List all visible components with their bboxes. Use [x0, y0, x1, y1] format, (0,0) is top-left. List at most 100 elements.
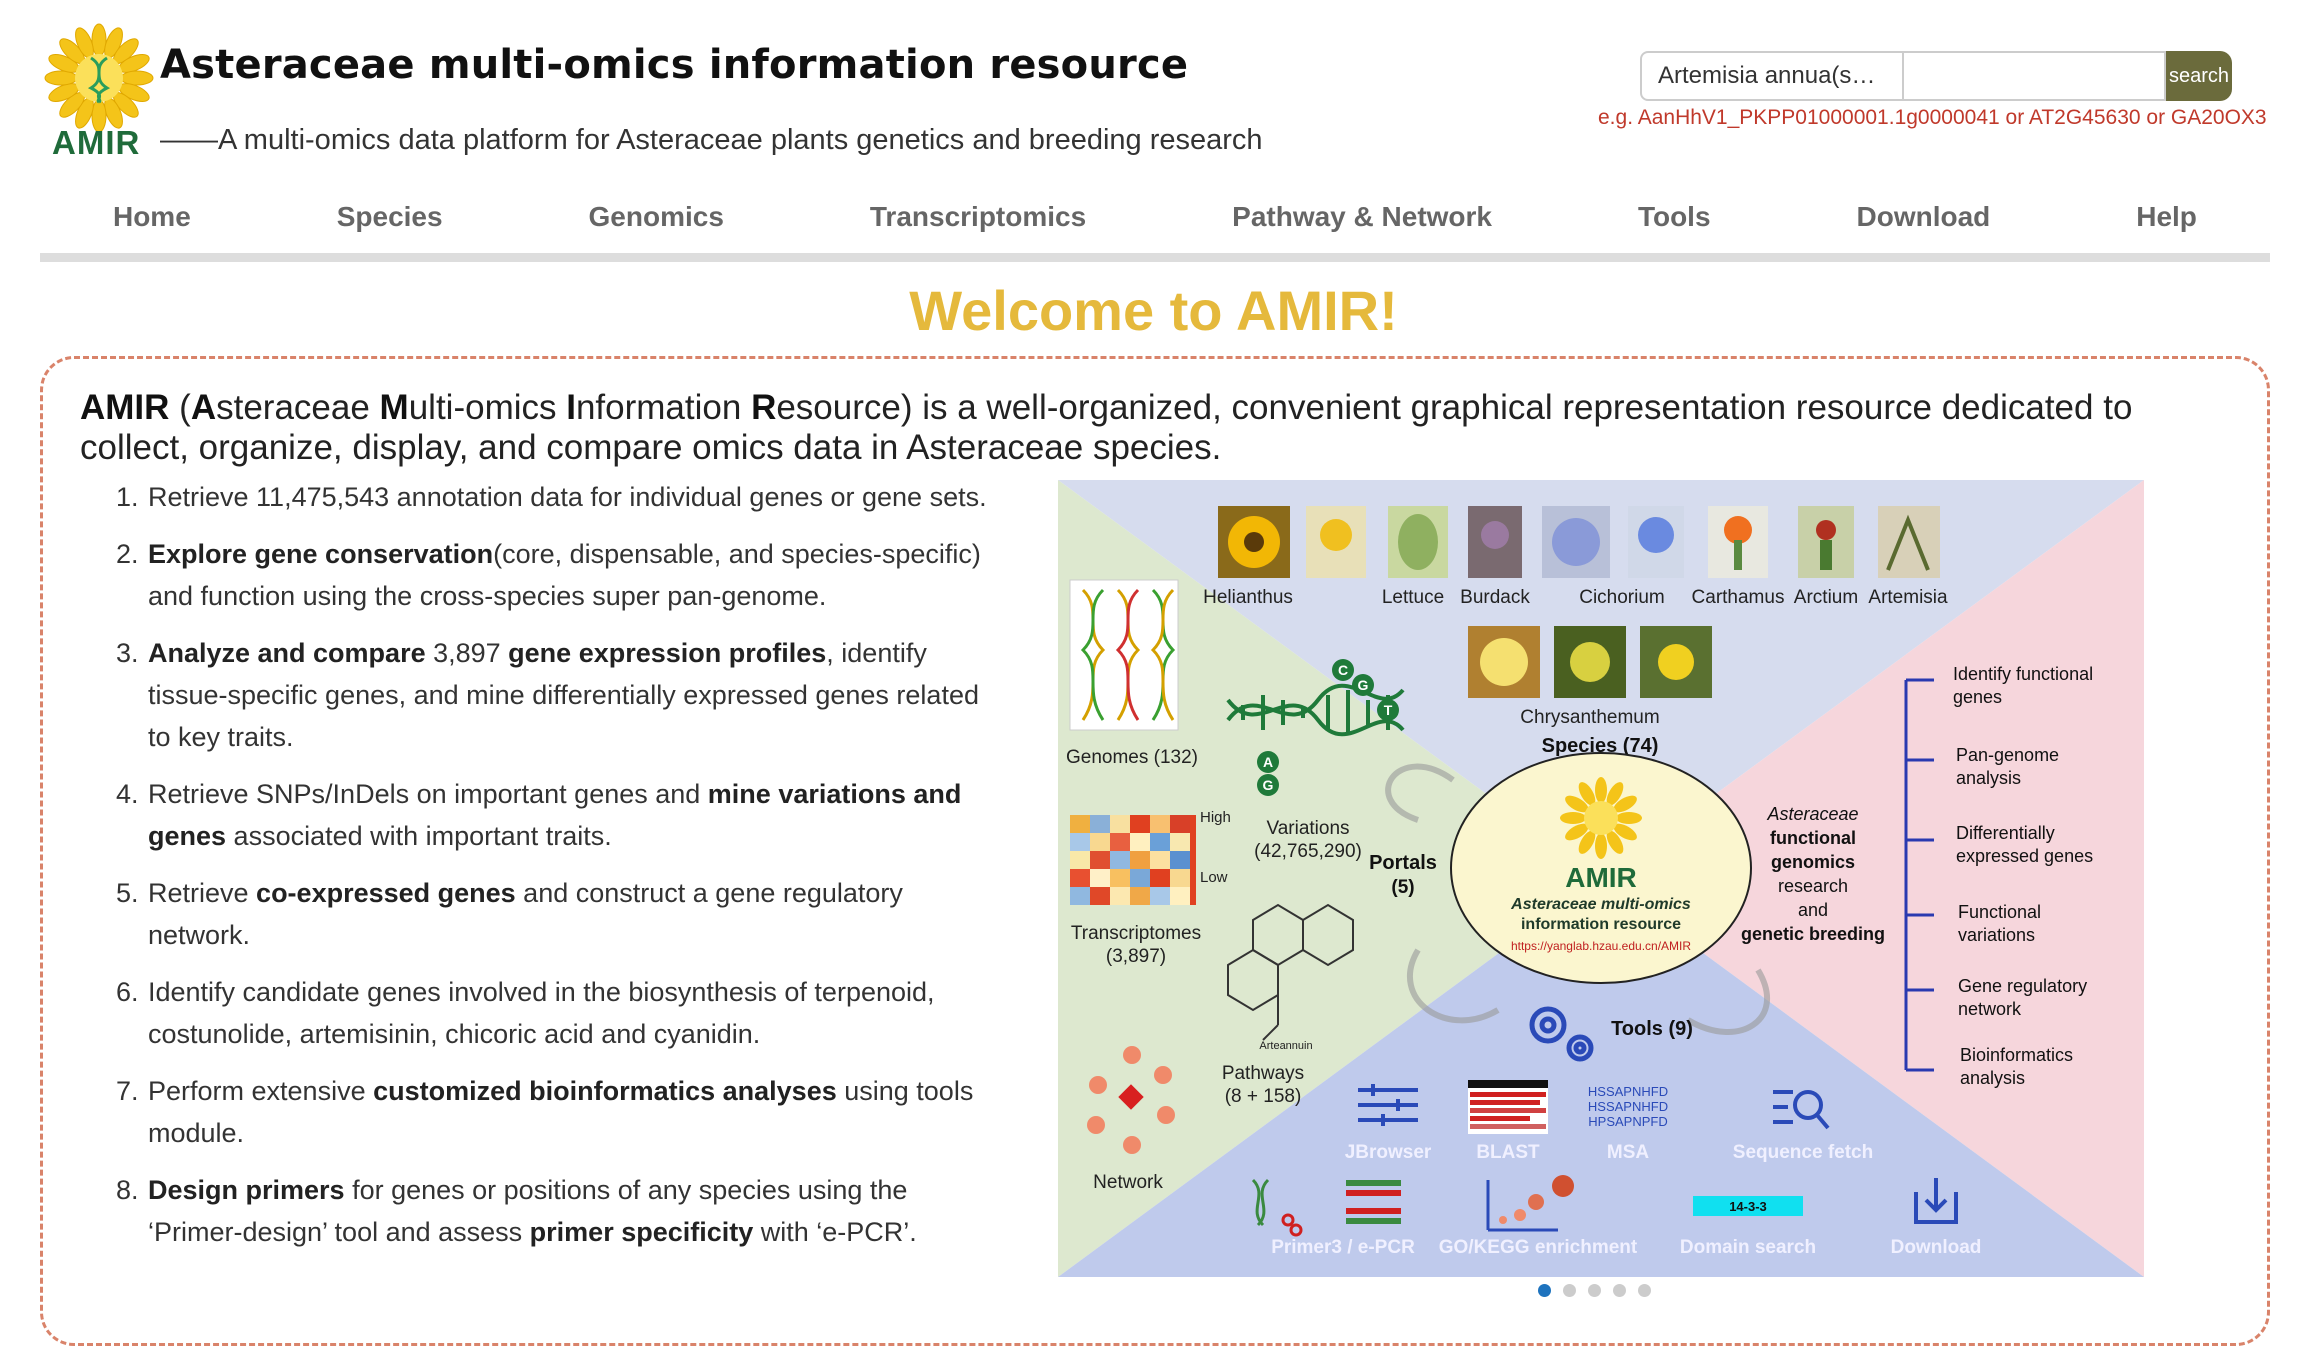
species-count-label: Species (74) — [1542, 735, 1659, 757]
feature-highlight: Design primers — [148, 1175, 345, 1205]
breeding-label: Asteraceae — [1766, 804, 1858, 824]
variations-count: (42,765,290) — [1254, 841, 1362, 862]
pathways-label: Pathways — [1222, 1063, 1304, 1084]
intro-paragraph: AMIR (Asteraceae Multi-omics Information… — [80, 388, 2230, 468]
application-label: Identify functional — [1953, 664, 2093, 684]
nav-pathway-network[interactable]: Pathway & Network — [1232, 201, 1492, 232]
feature-item: 8.Design primers for genes or positions … — [110, 1169, 990, 1253]
tool-label: Domain search — [1680, 1237, 1816, 1258]
intro-word: steraceae — [216, 388, 380, 427]
msa-line: HSSAPNHFD — [1588, 1099, 1668, 1114]
intro-initial-r: R — [751, 388, 777, 427]
feature-list: 1. Retrieve 11,475,543 annotation data fo… — [110, 476, 990, 1268]
intro-word: esource) is a well-organized, convenient… — [80, 388, 2133, 467]
feature-text: Retrieve 11,475,543 annotation data for … — [148, 482, 987, 512]
feature-text: with ‘e-PCR’. — [753, 1217, 917, 1247]
center-subtitle: Asteraceae multi-omics — [1510, 896, 1691, 913]
feature-text: Perform extensive — [148, 1076, 374, 1106]
nav-home[interactable]: Home — [112, 201, 191, 232]
intro-open-paren: ( — [169, 388, 191, 427]
feature-highlight: Explore gene conservation — [148, 539, 494, 569]
nav-download[interactable]: Download — [1856, 201, 1991, 232]
feature-item: 3.Analyze and compare 3,897 gene express… — [110, 632, 990, 758]
feature-text: 3,897 — [425, 638, 509, 668]
feature-highlight: gene expression profiles — [508, 638, 827, 668]
portals-label: Portals — [1369, 852, 1437, 874]
application-label: Bioinformatics — [1960, 1045, 2073, 1065]
intro-initial-a: A — [190, 388, 217, 427]
variation-letters: C G A T G — [1257, 659, 1399, 796]
feature-text: and construct a gene regulatory network. — [148, 878, 903, 950]
application-label: variations — [1958, 925, 2035, 945]
carousel-dot[interactable] — [1538, 1284, 1551, 1297]
msa-line: HSSAPNHFD — [1588, 1084, 1668, 1099]
center-ellipse — [1450, 752, 1752, 984]
epcr-icon — [1346, 1180, 1401, 1224]
cycle-arrow-icon — [1686, 968, 1771, 1035]
feature-highlight: customized bioinformatics analyses — [373, 1076, 837, 1106]
species-label: Artemisia — [1868, 587, 1948, 608]
center-logo-icon — [1560, 777, 1642, 859]
feature-highlight: mine variations and genes — [148, 779, 962, 851]
heatmap-icon — [1070, 815, 1196, 905]
intro-initial-m: M — [379, 388, 409, 427]
search-bar: Artemisia annua(s… search — [1640, 51, 2232, 101]
feature-number: 1. — [116, 482, 139, 512]
nav-help[interactable]: Help — [2136, 201, 2197, 232]
breeding-label: genomics — [1771, 852, 1855, 872]
cycle-arrow-icon — [1385, 763, 1455, 823]
heatmap-low-label: Low — [1200, 869, 1228, 886]
feature-text: for genes or positions of any species us… — [148, 1175, 908, 1247]
download-icon — [1914, 1178, 1958, 1224]
svg-text:G: G — [1358, 677, 1369, 693]
tools-count-label: Tools (9) — [1611, 1018, 1693, 1040]
variations-label: Variations — [1266, 818, 1349, 839]
transcriptomes-label: Transcriptomes — [1071, 923, 1201, 944]
overview-figure[interactable]: Helianthus Lettuce Burdack Cichorium Car… — [1058, 480, 2144, 1277]
search-example-hint: e.g. AanHhV1_PKPP01000001.1g0000041 or A… — [1598, 106, 2267, 129]
bg-tools-region — [1058, 878, 2144, 1277]
nav-species[interactable]: Species — [336, 201, 443, 232]
nav-tools[interactable]: Tools — [1637, 201, 1711, 232]
genomes-label: Genomes (132) — [1066, 747, 1198, 768]
carousel-dot[interactable] — [1563, 1284, 1576, 1297]
species-select[interactable]: Artemisia annua(s… — [1640, 51, 1904, 101]
feature-item: 1. Retrieve 11,475,543 annotation data fo… — [110, 476, 990, 518]
feature-text: associated with important traits. — [226, 821, 612, 851]
feature-number: 3. — [116, 638, 139, 668]
site-subtitle: ——A multi-omics data platform for Astera… — [160, 124, 1263, 156]
svg-text:A: A — [1263, 754, 1273, 770]
feature-number: 4. — [116, 779, 139, 809]
application-label: Differentially — [1956, 823, 2055, 843]
amir-logo-icon[interactable] — [44, 18, 154, 158]
genomes-icon — [1069, 579, 1179, 731]
application-label: analysis — [1960, 1068, 2025, 1088]
search-input[interactable] — [1904, 51, 2166, 101]
svg-text:T: T — [1384, 702, 1393, 718]
nav-transcriptomics[interactable]: Transcriptomics — [869, 201, 1087, 232]
feature-number: 5. — [116, 878, 139, 908]
application-label: Pan-genome — [1956, 745, 2059, 765]
carousel-dot[interactable] — [1588, 1284, 1601, 1297]
feature-item: 7.Perform extensive customized bioinform… — [110, 1070, 990, 1154]
application-label: expressed genes — [1956, 846, 2093, 866]
heatmap-high-label: High — [1200, 809, 1231, 826]
feature-number: 6. — [116, 977, 139, 1007]
gear-icon — [1529, 1006, 1594, 1062]
intro-panel — [40, 356, 2270, 1346]
blast-icon — [1468, 1080, 1548, 1134]
search-button[interactable]: search — [2166, 51, 2232, 101]
domain-search-icon: 14-3-3 — [1693, 1196, 1803, 1216]
chrysanthemum-photos — [1468, 626, 1712, 698]
feature-highlight: co-expressed genes — [256, 878, 516, 908]
tool-label: Sequence fetch — [1733, 1142, 1873, 1163]
breeding-label: functional — [1770, 828, 1856, 848]
sequence-fetch-icon — [1773, 1090, 1830, 1130]
application-label: genes — [1953, 687, 2002, 707]
application-label: analysis — [1956, 768, 2021, 788]
carousel-dot[interactable] — [1613, 1284, 1626, 1297]
svg-text:G: G — [1263, 777, 1274, 793]
nav-genomics[interactable]: Genomics — [588, 201, 724, 232]
species-label: Lettuce — [1382, 587, 1444, 608]
carousel-dot[interactable] — [1638, 1284, 1651, 1297]
